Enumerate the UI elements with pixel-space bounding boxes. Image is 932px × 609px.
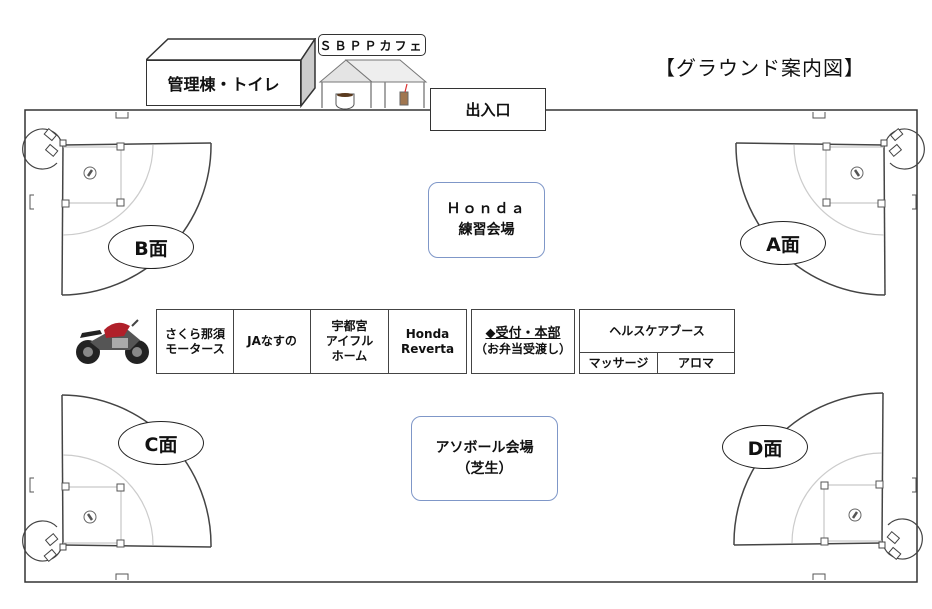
entrance: 出入口 — [430, 88, 546, 131]
booth-label: Honda — [405, 326, 450, 341]
massage-booth: マッサージ — [579, 352, 658, 374]
map-title: 【グラウンド案内図】 — [655, 56, 865, 80]
field-c-diagram — [21, 393, 213, 563]
booth-sakura-nasu-motors: さくら那須 モータース — [156, 309, 234, 374]
booth-label: ホーム — [331, 349, 368, 363]
honda-practice-venue: Ｈｏｎｄａ 練習会場 — [428, 182, 545, 258]
sbpp-cafe-label: ＳＢＰＰカフェ — [318, 34, 426, 56]
field-c-label: C面 — [118, 421, 204, 465]
asobol-venue: アソボール会場 （芝生） — [411, 416, 558, 501]
booth-label: Reverta — [400, 341, 455, 356]
field-b-label: B面 — [108, 225, 194, 269]
venue-name: Ｈｏｎｄａ — [446, 201, 527, 217]
cafe-tent-icon — [318, 59, 428, 110]
healthcare-label: ヘルスケアブース — [609, 323, 705, 338]
venue-name: アソボール会場 — [435, 439, 534, 456]
aroma-booth: アロマ — [657, 352, 735, 374]
booth-label: アイフル — [325, 334, 374, 348]
massage-label: マッサージ — [588, 355, 649, 370]
healthcare-booth: ヘルスケアブース — [579, 309, 735, 353]
booth-label: 宇都宮 — [331, 319, 368, 333]
booth-label: JAなすの — [247, 334, 297, 348]
reception-label: ◆受付・本部 — [485, 325, 561, 341]
booth-utsunomiya-aiful-home: 宇都宮 アイフル ホーム — [310, 309, 389, 374]
field-a-label: A面 — [740, 221, 826, 265]
venue-subtitle: （芝生） — [456, 460, 513, 477]
booth-ja-nasuno: JAなすの — [233, 309, 311, 374]
venue-subtitle: 練習会場 — [458, 222, 515, 238]
booth-honda-reverta: Honda Reverta — [388, 309, 467, 374]
motorcycle-icon — [76, 319, 149, 364]
field-d-label: D面 — [722, 425, 808, 469]
field-b-diagram — [21, 127, 213, 297]
field-a-diagram — [734, 127, 926, 297]
admin-building-toilet: 管理棟・トイレ — [146, 60, 301, 106]
building-3d-edge — [146, 38, 316, 108]
booth-label: さくら那須 — [164, 326, 225, 341]
reception-headquarters: ◆受付・本部 （お弁当受渡し） — [471, 309, 575, 374]
bento-pickup-label: （お弁当受渡し） — [474, 342, 571, 357]
aroma-label: アロマ — [677, 355, 714, 370]
booth-label: モータース — [165, 341, 225, 356]
field-d-diagram — [732, 391, 924, 561]
